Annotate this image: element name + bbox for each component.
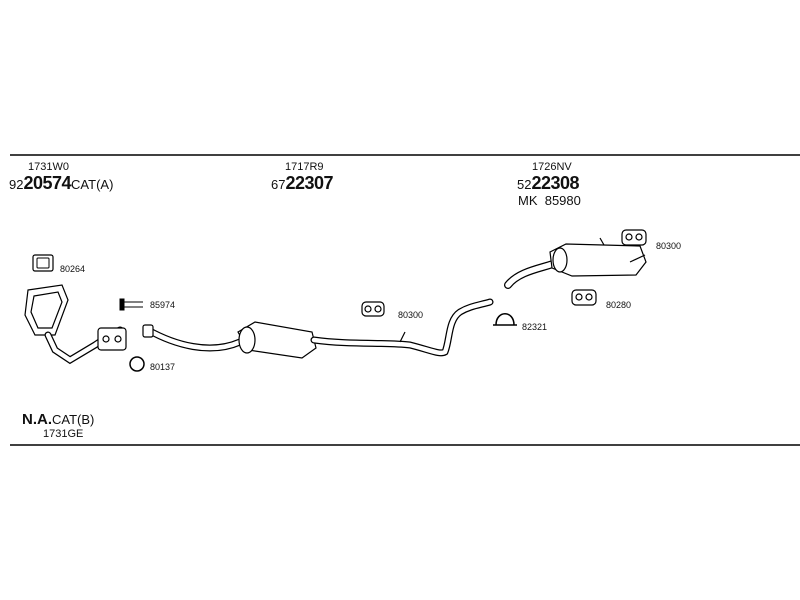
seal-ring-80137-icon — [129, 356, 145, 372]
group-1-number: 20574 — [23, 173, 72, 193]
hanger-80280-icon — [571, 289, 597, 306]
label-80300-middle: 80300 — [398, 310, 424, 320]
rear-silencer-icon — [504, 237, 647, 289]
na-rest: CAT(B) — [52, 412, 95, 427]
label-85974: 85974 — [150, 300, 176, 310]
group-3-code: 1726NV — [532, 161, 572, 173]
gasket-80264-icon — [32, 254, 54, 272]
label-80300-rear: 80300 — [656, 241, 682, 251]
group-1-part-number: 9220574CAT(A) — [9, 173, 113, 194]
group-3-extra: MK 85980 — [518, 193, 581, 208]
catalytic-converter-icon — [24, 284, 127, 365]
na-bold: N.A. — [22, 411, 52, 428]
label-80280: 80280 — [606, 300, 632, 310]
clamp-82321-icon — [493, 313, 517, 326]
group-1-suffix: CAT(A) — [71, 177, 114, 192]
group-2-number: 22307 — [285, 173, 334, 193]
group-3-part-number: 5222308 — [517, 173, 580, 194]
label-82321: 82321 — [522, 322, 548, 332]
middle-silencer-icon — [142, 298, 494, 359]
na-catalyst-label: N.A.CAT(B) — [22, 411, 94, 428]
hanger-80300-middle-icon — [361, 301, 385, 317]
group-1-code: 1731W0 — [28, 161, 69, 173]
group-3-prefix: 52 — [517, 177, 532, 192]
label-80137: 80137 — [150, 362, 176, 372]
label-80264: 80264 — [60, 264, 86, 274]
na-code: 1731GE — [43, 428, 84, 440]
hanger-80300-rear-icon — [621, 229, 647, 246]
group-3-number: 22308 — [531, 173, 580, 193]
group-1-prefix: 92 — [9, 177, 24, 192]
group-2-part-number: 6722307 — [271, 173, 334, 194]
group-2-code: 1717R9 — [285, 161, 324, 173]
group-2-prefix: 67 — [271, 177, 286, 192]
bolts-85974-icon — [119, 298, 143, 311]
